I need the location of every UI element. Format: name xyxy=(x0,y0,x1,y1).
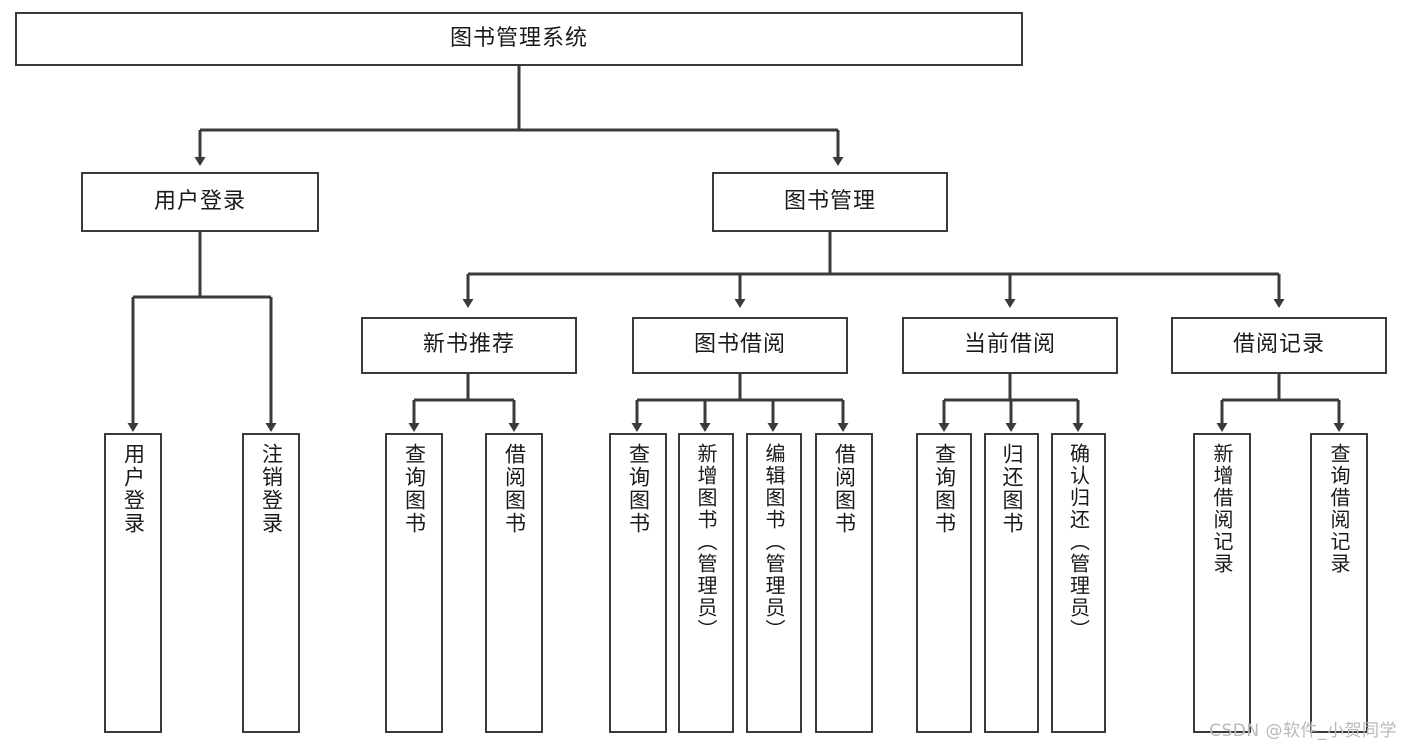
node-label: 借阅图书 xyxy=(502,443,527,535)
node-label: 当前借阅 xyxy=(963,332,1056,358)
node-label: 编辑图书（管理员） xyxy=(762,443,786,641)
node-label: 新书推荐 xyxy=(422,332,515,358)
node-book-borrow[interactable]: 图书借阅 xyxy=(632,317,848,374)
leaf-current-borrow-return-book[interactable]: 归还图书 xyxy=(984,433,1039,733)
node-label: 新增借阅记录 xyxy=(1210,443,1234,575)
leaf-user-login-logout[interactable]: 注销登录 xyxy=(242,433,300,733)
leaf-borrow-record-add-record[interactable]: 新增借阅记录 xyxy=(1193,433,1251,733)
leaf-new-book-borrow-book[interactable]: 借阅图书 xyxy=(485,433,543,733)
node-label: 用户登录 xyxy=(153,188,246,214)
node-label: 图书管理系统 xyxy=(449,25,588,51)
node-label: 借阅记录 xyxy=(1232,332,1325,358)
node-label: 归还图书 xyxy=(999,443,1024,535)
leaf-book-borrow-borrow-book[interactable]: 借阅图书 xyxy=(815,433,873,733)
node-root-book-management-system[interactable]: 图书管理系统 xyxy=(15,12,1023,66)
node-label: 查询借阅记录 xyxy=(1327,443,1351,575)
node-label: 用户登录 xyxy=(121,443,146,535)
node-label: 图书借阅 xyxy=(693,332,786,358)
leaf-borrow-record-query-record[interactable]: 查询借阅记录 xyxy=(1310,433,1368,733)
node-label: 查询图书 xyxy=(402,443,427,535)
node-borrow-record[interactable]: 借阅记录 xyxy=(1171,317,1387,374)
node-label: 查询图书 xyxy=(626,443,651,535)
csdn-watermark: CSDN @软件_小贺同学 xyxy=(1209,721,1397,741)
leaf-user-login-login[interactable]: 用户登录 xyxy=(104,433,162,733)
node-label: 图书管理 xyxy=(783,188,876,214)
node-book-management[interactable]: 图书管理 xyxy=(712,172,948,232)
node-label: 注销登录 xyxy=(259,443,284,535)
node-new-book-recommend[interactable]: 新书推荐 xyxy=(361,317,577,374)
node-label: 确认归还（管理员） xyxy=(1066,443,1091,641)
node-label: 借阅图书 xyxy=(832,443,857,535)
node-current-borrow[interactable]: 当前借阅 xyxy=(902,317,1118,374)
node-label: 新增图书（管理员） xyxy=(694,443,718,641)
leaf-book-borrow-edit-book-admin[interactable]: 编辑图书（管理员） xyxy=(746,433,802,733)
leaf-current-borrow-confirm-return-admin[interactable]: 确认归还（管理员） xyxy=(1051,433,1106,733)
node-label: 查询图书 xyxy=(932,443,957,535)
leaf-current-borrow-query-book[interactable]: 查询图书 xyxy=(916,433,972,733)
leaf-book-borrow-add-book-admin[interactable]: 新增图书（管理员） xyxy=(678,433,734,733)
node-user-login[interactable]: 用户登录 xyxy=(81,172,319,232)
leaf-new-book-query-book[interactable]: 查询图书 xyxy=(385,433,443,733)
leaf-book-borrow-query-book[interactable]: 查询图书 xyxy=(609,433,667,733)
